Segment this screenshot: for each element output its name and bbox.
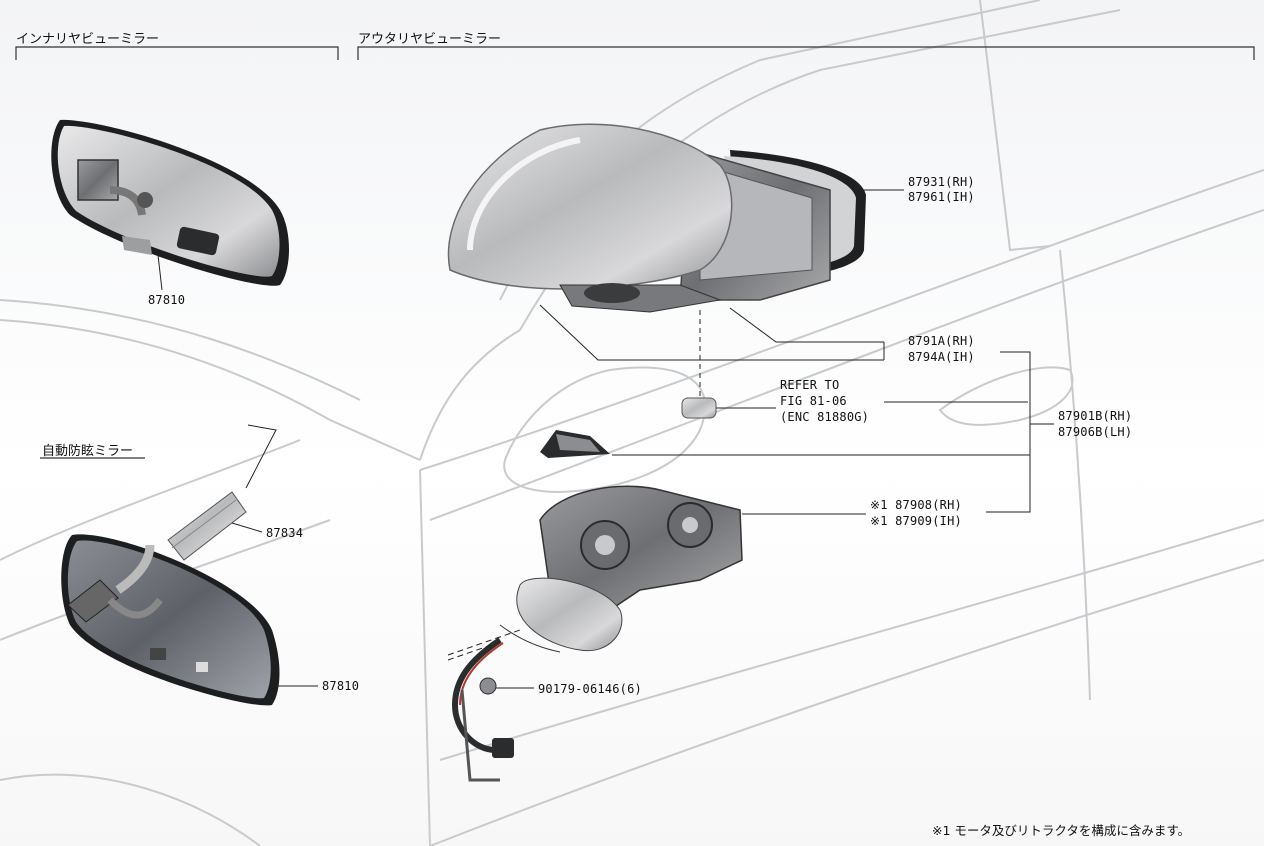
section-title-inner: インナリヤビューミラー — [16, 32, 160, 47]
inner-mirror-top — [51, 119, 289, 286]
leader-lines — [157, 189, 1054, 689]
section-title-auto-dimming: 自動防眩ミラー — [42, 444, 134, 459]
part-label-8791a: 8791A(RH) — [908, 334, 975, 348]
refer-note-line2: FIG 81-06 — [780, 394, 847, 408]
part-label-87906b: 87906B(LH) — [1058, 425, 1133, 439]
mirror-cover-87834 — [167, 491, 247, 561]
part-label-87901b: 87901B(RH) — [1058, 409, 1133, 423]
refer-note-line3: (ENC 81880G) — [780, 410, 870, 424]
section-brackets — [15, 46, 1255, 459]
part-label-87961: 87961(IH) — [908, 190, 975, 204]
small-parts — [479, 397, 717, 695]
part-label-87810-top: 87810 — [148, 293, 186, 307]
part-label-87834: 87834 — [266, 526, 304, 540]
part-label-87810-bottom: 87810 — [322, 679, 360, 693]
part-label-8794a: 8794A(IH) — [908, 350, 975, 364]
part-label-90179: 90179-06146(6) — [538, 682, 642, 696]
refer-note-line1: REFER TO — [780, 378, 840, 392]
retractor-assembly — [451, 485, 743, 782]
footnote: ※1 モータ及びリトラクタを構成に含みます。 — [932, 823, 1191, 838]
part-label-87908: ※1 87908(RH) — [870, 498, 962, 512]
inner-mirror-bottom — [61, 534, 280, 706]
part-label-87931: 87931(RH) — [908, 175, 975, 189]
outer-mirror-assembly — [447, 123, 866, 313]
section-title-outer: アウタリヤビューミラー — [358, 32, 502, 47]
part-label-87909: ※1 87909(IH) — [870, 514, 962, 528]
